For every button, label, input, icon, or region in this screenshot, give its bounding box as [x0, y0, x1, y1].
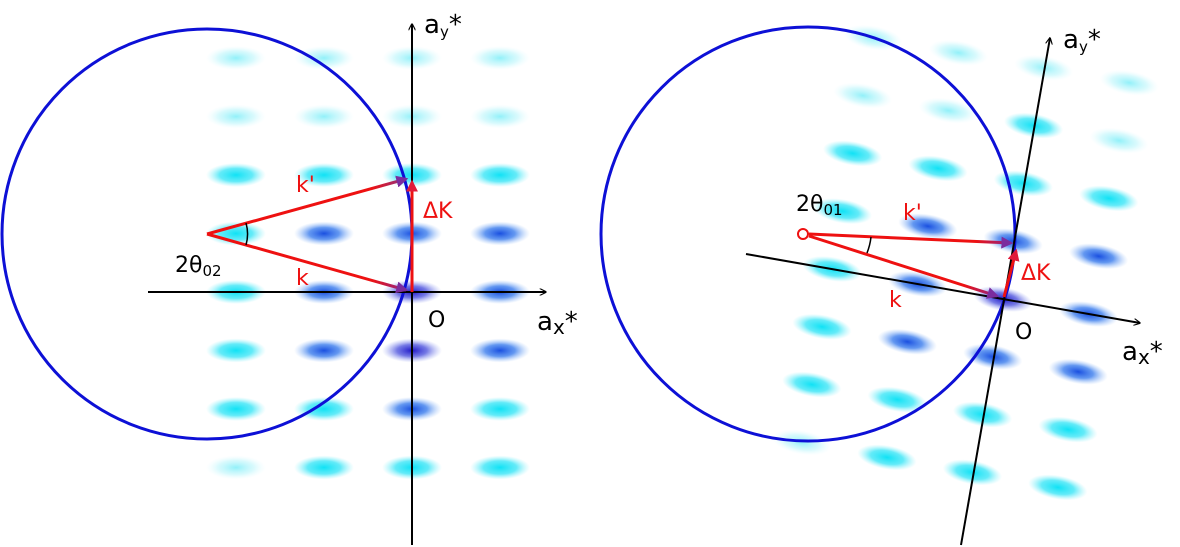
lattice-spot — [1079, 185, 1139, 212]
k-label: k — [296, 266, 309, 291]
delta-k-label: ΔK — [1021, 261, 1051, 286]
delta-k-vector — [1002, 248, 1020, 298]
lattice-spot — [470, 397, 530, 421]
lattice-spot — [294, 104, 354, 129]
angle-arc — [245, 222, 249, 246]
lattice-spot — [470, 46, 530, 70]
lattice-spots-left — [206, 46, 530, 480]
lattice-spot — [1003, 112, 1064, 139]
angle-label: 2θ01 — [796, 192, 843, 219]
lattice-spot — [470, 163, 530, 187]
lattice-spot — [782, 371, 842, 398]
lattice-spot — [1048, 358, 1108, 385]
ay-star-label: ay* — [1063, 25, 1101, 56]
lattice-spot — [294, 455, 354, 480]
lattice-spot — [206, 455, 266, 480]
lattice-spot — [928, 39, 989, 66]
lattice-spot — [206, 46, 266, 70]
lattice-spot — [952, 401, 1013, 428]
lattice-spot — [908, 155, 968, 182]
lattice-spot — [206, 163, 266, 187]
lattice-spot — [812, 198, 873, 225]
lattice-spot — [1068, 243, 1129, 270]
lattice-spot — [1028, 474, 1088, 501]
k-prime-label: k' — [296, 173, 315, 198]
angle-label: 2θ02 — [175, 253, 222, 280]
lattice-spot — [294, 46, 354, 70]
k-prime-label: k' — [903, 201, 922, 226]
lattice-spot — [470, 338, 530, 363]
lattice-spot — [206, 397, 266, 421]
ax-star-label: ax* — [537, 307, 578, 339]
right-panel: k' k ΔK 2θ01 O ax* ay* — [599, 25, 1163, 546]
lattice-spot — [918, 97, 978, 124]
origin-label: O — [1015, 320, 1032, 345]
delta-k-label: ΔK — [423, 199, 453, 224]
ay-star-label: ay* — [424, 10, 462, 41]
lattice-spot — [942, 459, 1003, 486]
k-vector — [808, 234, 1000, 299]
lattice-spot — [822, 140, 883, 167]
lattice-spot — [206, 104, 266, 129]
lattice-spot — [206, 221, 266, 246]
lattice-spots-right — [771, 24, 1159, 501]
angle-arc — [866, 236, 872, 254]
lattice-spot — [898, 213, 958, 240]
lattice-spot — [294, 338, 354, 363]
lattice-spot — [1099, 69, 1159, 96]
lattice-spot — [792, 313, 852, 340]
lattice-spot — [206, 338, 266, 363]
lattice-spot — [294, 221, 354, 246]
lattice-spot — [294, 163, 354, 187]
lattice-spot — [1089, 127, 1149, 154]
origin-label: O — [428, 308, 445, 333]
lattice-spot — [867, 386, 927, 413]
ax-star-axis — [745, 253, 1140, 323]
lattice-spot — [1038, 416, 1098, 443]
ax-star-label: ax* — [1122, 337, 1163, 369]
k-prime-vector — [206, 175, 409, 236]
lattice-spot — [833, 82, 893, 109]
k-prime-vector — [808, 232, 1014, 249]
lattice-spot — [470, 104, 530, 129]
k-vector — [206, 232, 409, 294]
lattice-spot — [877, 328, 938, 355]
k-label: k — [889, 288, 902, 313]
lattice-spot — [993, 170, 1054, 197]
lattice-spot — [470, 221, 530, 246]
sphere-center-marker — [797, 228, 809, 240]
lattice-spot — [294, 397, 354, 421]
lattice-spot — [470, 455, 530, 480]
left-panel: k' k ΔK 2θ02 O ax* ay* — [0, 10, 578, 545]
lattice-spot — [857, 444, 917, 471]
